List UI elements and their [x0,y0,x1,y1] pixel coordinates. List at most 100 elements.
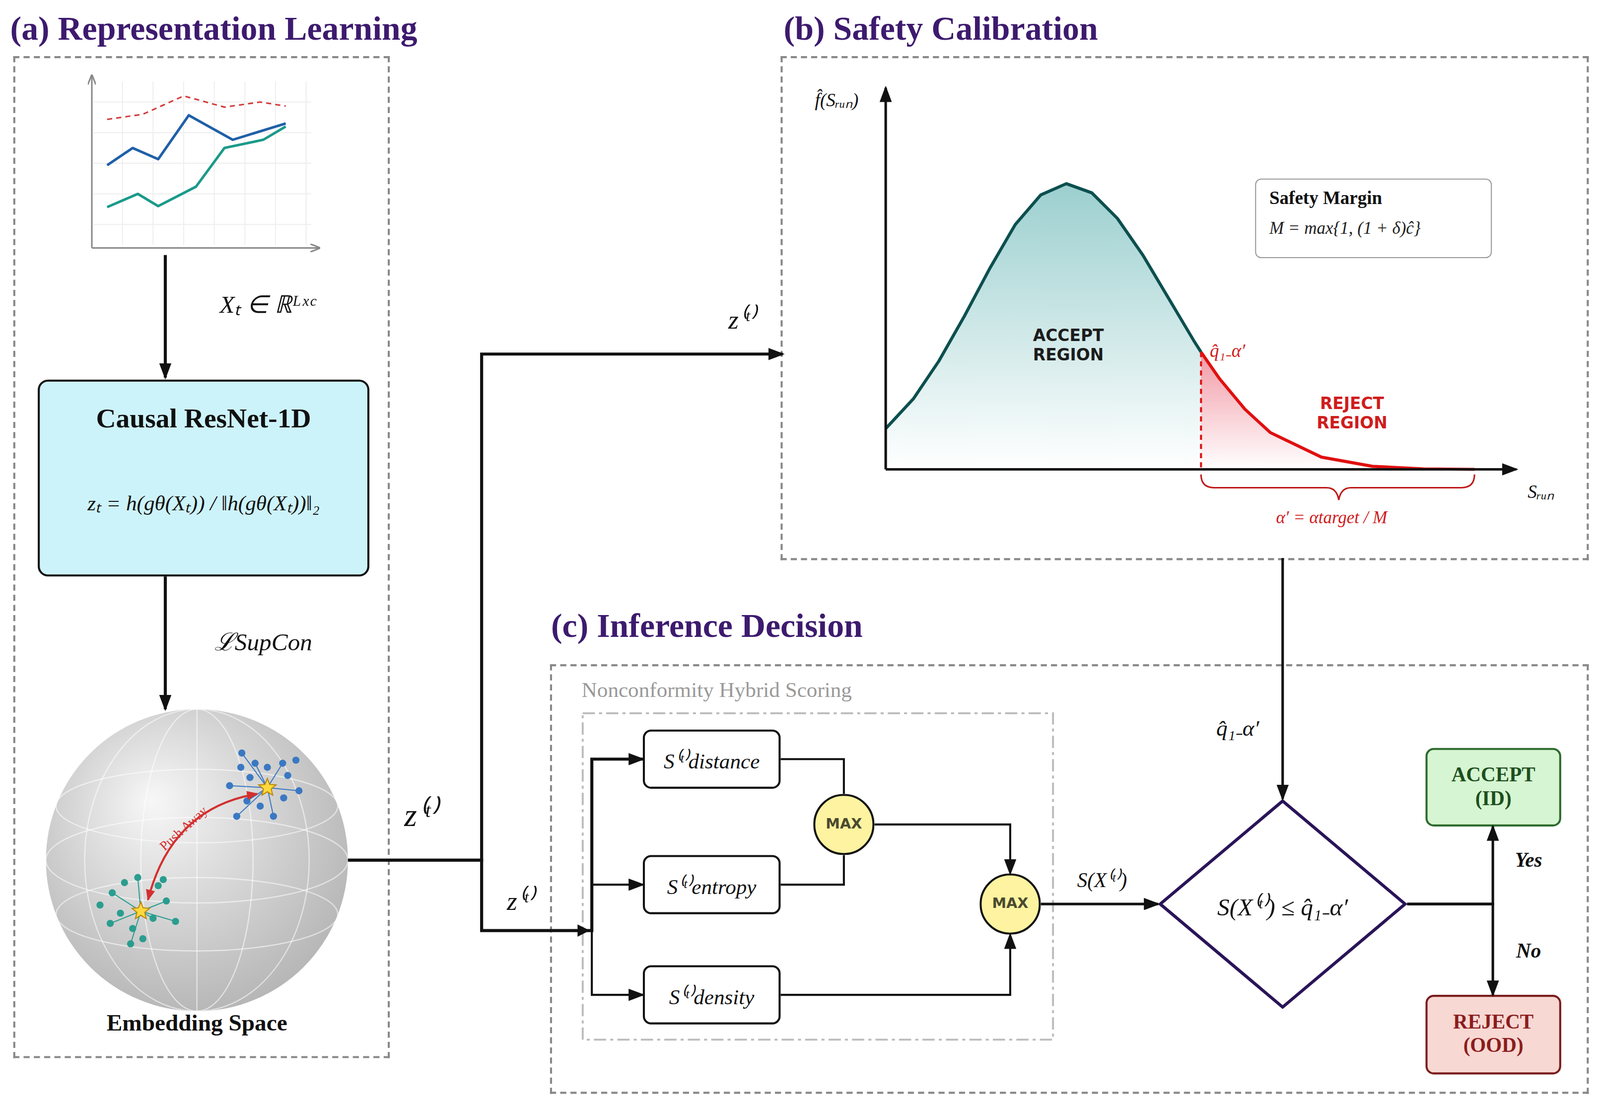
cluster-links [110,877,176,945]
circle-part [159,876,167,884]
prototype-star [258,778,277,795]
ellipse-part [56,769,338,843]
connector [780,759,844,794]
circle-part [129,924,137,932]
score-box: S⁽ᵗ⁾density [642,965,781,1025]
edge-label: z⁽ᵗ⁾ [506,881,534,919]
density-curve [885,183,1201,429]
circle-part [116,909,124,917]
chart-axis [884,87,888,470]
node-text: S⁽ᵗ⁾density [644,981,779,1011]
circle-part [283,771,291,779]
connector [347,860,643,995]
edge-label: No [1516,939,1541,963]
circle-part [279,794,287,802]
node-text: Nonconformity Hybrid Scoring [581,677,852,703]
connector [1041,903,1159,906]
connector [347,353,783,861]
circle-part [246,773,254,781]
line-part [267,763,283,788]
circle-part [278,759,286,767]
line-part [267,787,300,791]
circle-part [270,812,278,820]
line-part [244,81,246,245]
density-chart [885,87,1517,500]
line-part [110,911,141,924]
circle-part [292,756,300,764]
signal-label: z⁽ᵗ⁾ [404,791,437,835]
tail-brace [1200,474,1475,500]
circle-part [251,759,259,767]
circle-part [127,940,135,948]
panel: (a) Representation LearningCausal ResNet… [15,58,388,1056]
ellipse-part [84,709,310,1012]
node-text: Causal ResNet-1D [39,403,368,435]
line-part [93,101,312,103]
circle-part [263,764,271,771]
edge-label: z⁽ᵗ⁾ [728,299,756,337]
node-text: ACCEPT (ID) [1427,763,1560,811]
region-label: ACCEPT REGION [1017,325,1120,365]
input-chart [91,75,320,248]
tail-curve [1200,351,1475,470]
accept-area [885,183,1201,470]
line-part [137,877,141,912]
connector [347,860,643,931]
node-text: REJECT (OOD) [1427,1010,1560,1058]
node-text: Embedding Space [45,1010,348,1037]
line-part [93,193,312,195]
prototype-star [132,902,150,919]
line-part [305,81,307,245]
connector [1407,904,1494,995]
decision-diamond: S(X⁽ᵗ⁾) ≤ q̂₁₋α′ [1158,798,1408,1009]
circle-part [256,802,264,810]
node-text: M = max{1, (1 + δ)ĉ} [1269,218,1421,239]
circle-part [96,901,104,909]
ellipse-part [56,877,338,952]
line-part [93,223,312,225]
circle-part [149,914,157,922]
line-part [196,709,198,1012]
panel: (b) Safety CalibrationSafety MarginM = m… [782,58,1588,558]
score-box: S⁽ᵗ⁾entropy [642,854,781,914]
circle-part [106,919,114,927]
connector [780,934,1010,995]
node-text: MAX [813,815,875,832]
threshold-series [107,95,286,120]
line-part [140,911,154,919]
quantile-label: q̂₁₋α′ [1209,337,1246,362]
circle-part [243,797,251,805]
node-text: S⁽ᵗ⁾entropy [644,871,779,901]
panel: (c) Inference DecisionNonconformity Hybr… [552,666,1587,1092]
line-part [229,785,268,788]
connector [874,824,1011,874]
line-part [140,911,176,922]
line-part [112,893,141,912]
node-text: S(X⁽ᵗ⁾) ≤ q̂₁₋α′ [1158,888,1408,923]
chart-axis [91,247,320,249]
node-text: (b) Safety Calibration [783,10,1099,49]
circle-part [162,897,170,905]
line-part [241,753,268,788]
line-part [152,81,154,245]
blue-cluster [225,749,303,821]
series-line [107,115,286,166]
circle-part [238,749,246,757]
arrow-head [577,924,590,937]
node-text: (c) Inference Decision [551,607,863,645]
circle-part [295,787,303,795]
series-line [107,126,286,208]
sphere-grid [45,709,348,1012]
alpha-label: α′ = αtarget / M [1275,508,1388,529]
cluster-links [229,753,299,817]
line-part [275,81,277,245]
region-label: REJECT REGION [1301,393,1404,433]
line-part [93,132,312,134]
line-part [140,901,167,912]
embedding-sphere: Embedding Space [45,709,348,1042]
axis-label: f̂(Sᵣᵤₙ) [815,86,859,112]
node-text: S⁽ᵗ⁾distance [644,746,779,775]
chart-grid [93,81,312,245]
circle-part [139,935,147,943]
line-part [93,162,312,164]
